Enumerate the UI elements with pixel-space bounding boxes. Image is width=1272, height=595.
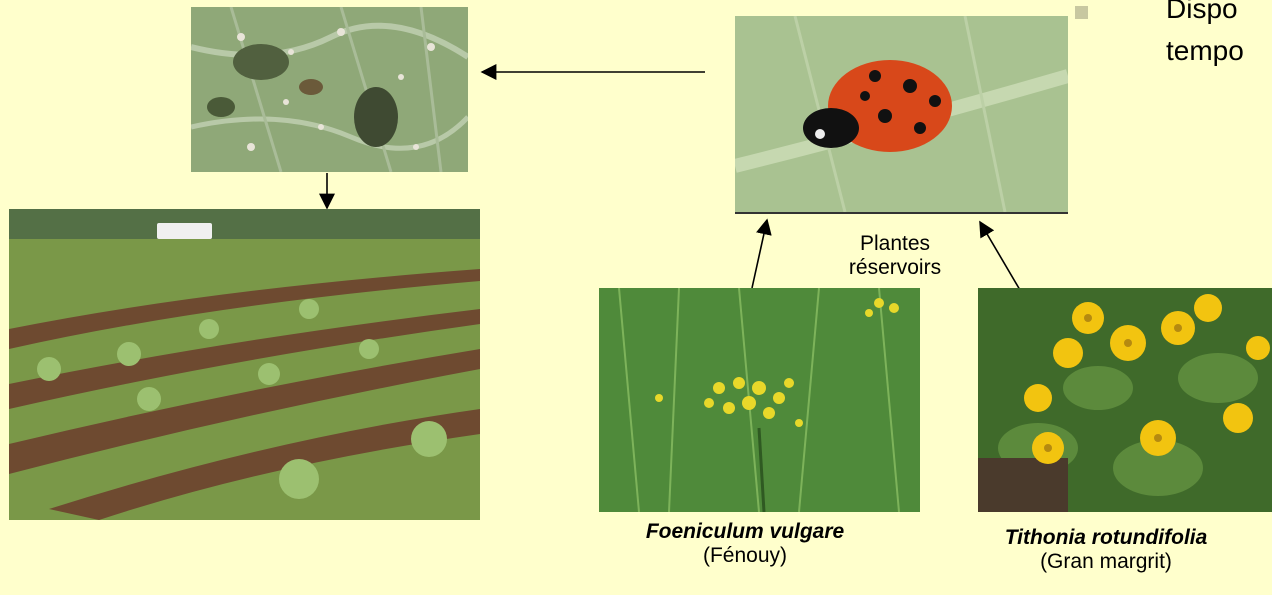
tithonia-caption: Tithonia rotundifolia (Gran margrit): [946, 526, 1266, 574]
fennel-common-name: (Fénouy): [580, 544, 910, 568]
tithonia-scientific-name: Tithonia rotundifolia: [946, 526, 1266, 550]
fennel-scientific-name: Foeniculum vulgare: [580, 520, 910, 544]
crop-field-photo: [9, 209, 480, 520]
tithonia-common-name: (Gran margrit): [946, 550, 1266, 574]
ladybug-photo: [735, 16, 1068, 212]
fennel-photo: [599, 288, 920, 512]
arrow-fennel-to-ladybug: [752, 220, 767, 288]
reservoir-label-line-2: réservoirs: [820, 256, 970, 280]
arrow-tithonia-to-ladybug: [980, 222, 1020, 290]
aphid-leaf-photo: [191, 7, 468, 172]
reservoir-plants-label: Plantes réservoirs: [820, 232, 970, 280]
fennel-caption: Foeniculum vulgare (Fénouy): [580, 520, 910, 568]
reservoir-label-line-1: Plantes: [820, 232, 970, 256]
tithonia-photo: [978, 288, 1272, 512]
ladybug-photo-baseline: [735, 212, 1068, 214]
